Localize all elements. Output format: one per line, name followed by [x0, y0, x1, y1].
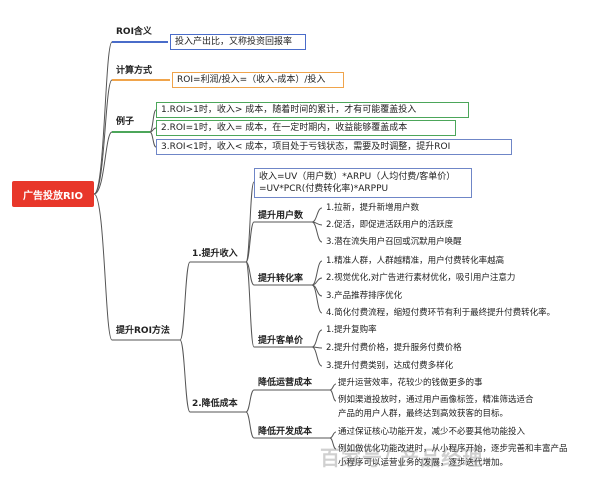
revenue-formula-line: =UV*PCR(付费转化率)*ARPPU — [259, 183, 389, 194]
branch-roi-meaning[interactable]: ROI含义 — [116, 27, 152, 37]
ops-item: 例如渠道投放时，通过用户画像标签，精准筛选适合 — [338, 395, 534, 405]
example-item: 2.ROI=1时，收入= 成本，在一定时期内，收益能够覆盖成本 — [156, 120, 456, 136]
watermark: 百家号/ 产品经理 — [320, 446, 484, 470]
arpu-item: 2.提升付费价格，提升服务付费价格 — [326, 343, 462, 353]
dev-item: 小程序可以运营业务的发展，逐步迭代增加。 — [338, 458, 509, 468]
ops-item: 提升运营效率，花较少的钱做更多的事 — [338, 378, 483, 388]
users-item: 2.促活，即促进活跃用户的活跃度 — [326, 220, 454, 230]
branch-methods[interactable]: 提升ROI方法 — [116, 326, 170, 336]
conversion-item: 1.精准人群，人群越精准，用户付费转化率越高 — [326, 256, 505, 266]
node-increase-conversion[interactable]: 提升转化率 — [258, 274, 304, 284]
branch-examples[interactable]: 例子 — [116, 117, 135, 127]
root-node[interactable]: 广告投放RIO — [12, 181, 94, 207]
node-reduce-ops-cost[interactable]: 降低运营成本 — [258, 378, 313, 388]
conversion-item: 4.简化付费流程，缩短付费环节有利于最终提升付费转化率。 — [326, 308, 556, 318]
node-increase-arpu[interactable]: 提升客单价 — [258, 336, 304, 346]
conversion-item: 2.视觉优化,对广告进行素材优化，吸引用户注意力 — [326, 273, 516, 283]
node-increase-revenue[interactable]: 1.提升收入 — [192, 249, 238, 259]
arpu-item: 1.提升复购率 — [326, 325, 377, 335]
branch-formula[interactable]: 计算方式 — [116, 66, 153, 76]
node-reduce-cost[interactable]: 2.降低成本 — [192, 399, 238, 409]
users-item: 1.拉新，提升新增用户数 — [326, 203, 420, 213]
revenue-formula: 收入=UV（用户数）*ARPU（人均付费/客单价） =UV*PCR(付费转化率)… — [254, 168, 472, 198]
node-reduce-dev-cost[interactable]: 降低开发成本 — [258, 427, 313, 437]
formula-note: ROI=利润/投入=（收入-成本）/投入 — [172, 72, 344, 88]
roi-meaning-note: 投入产出比，又称投资回报率 — [170, 34, 306, 50]
dev-item: 例如做优化功能改进时，从小程序开始，逐步完善和丰富产品 — [338, 444, 568, 454]
example-item: 1.ROI>1时，收入> 成本，随着时间的累计，才有可能覆盖投入 — [156, 102, 469, 118]
ops-item: 产品的用户人群，最终达到高效获客的目标。 — [338, 409, 509, 419]
dev-item: 通过保证核心功能开发，减少不必要其他功能投入 — [338, 427, 526, 437]
example-item: 3.ROI<1时，收入< 成本，项目处于亏钱状态，需要及时调整，提升ROI — [156, 139, 512, 155]
revenue-formula-line: 收入=UV（用户数）*ARPU（人均付费/客单价） — [259, 172, 456, 182]
users-item: 3.潜在流失用户召回或沉默用户唤醒 — [326, 237, 462, 247]
conversion-item: 3.产品推荐排序优化 — [326, 291, 403, 301]
node-increase-users[interactable]: 提升用户数 — [258, 211, 304, 221]
arpu-item: 3.提升付费类别，达成付费多样化 — [326, 361, 454, 371]
